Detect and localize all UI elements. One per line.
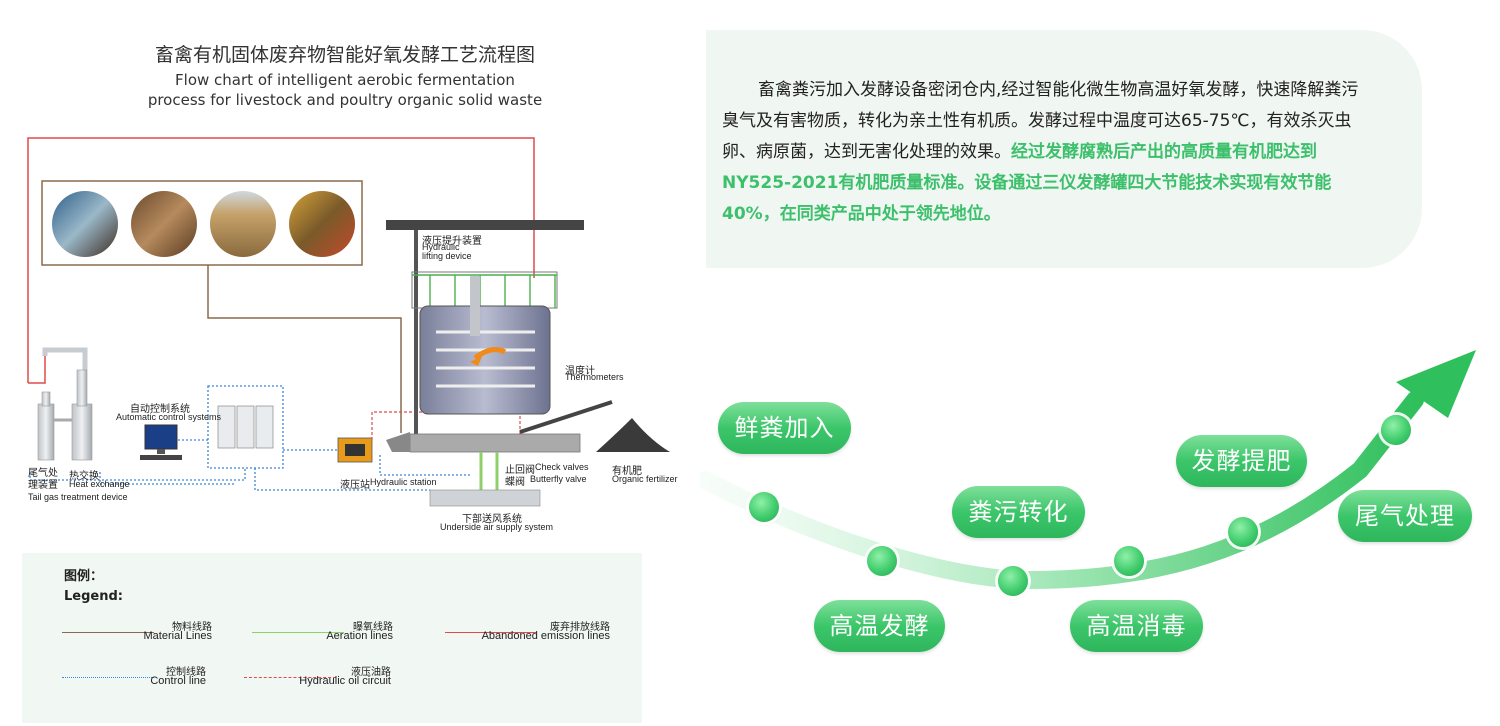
legend-label-zh: 废弃排放线路 — [550, 622, 610, 633]
butterfly-valve-label-en: Butterfly valve — [530, 474, 587, 484]
legend-label-en: Aeration lines — [326, 630, 393, 642]
process-node — [867, 546, 897, 576]
tail-gas-label-en: Tail gas treatment device — [28, 492, 128, 502]
process-curve-band — [700, 391, 1424, 590]
fertilizer-label-en: Organic fertilizer — [612, 474, 678, 484]
legend-label-en: Abandoned emission lines — [481, 630, 610, 642]
info-text-normal: 畜禽粪污加入发酵设备密闭仓内,经过智能化微生物高温好氧发酵，快速降解粪污臭气及有… — [722, 80, 1359, 162]
control-cabinets — [217, 405, 274, 449]
tail-gas-label-zh1: 尾气处 — [28, 468, 58, 479]
legend-label-zh: 物料线路 — [172, 622, 212, 633]
check-valves-label-en: Check valves — [535, 462, 589, 472]
air-supply-label-zh: 下部送风系统 — [462, 514, 522, 525]
legend-swatch-hydraulic — [244, 677, 336, 678]
legend-label-en: Hydraulic oil circuit — [299, 675, 391, 687]
heat-exchange-label-zh: 热交换 — [69, 471, 99, 482]
hydraulic-station-label-zh: 液压站 — [340, 480, 370, 491]
step-high-temp-disinfection: 高温消毒 — [1070, 600, 1203, 652]
legend-title-zh: 图例： — [64, 569, 104, 584]
fermentation-tank-illustration — [386, 220, 613, 453]
thermometers-label-en: Thermometers — [565, 372, 624, 382]
auto-control-label-zh: 自动控制系统 — [130, 404, 190, 415]
legend-label-zh: 曝氧线路 — [353, 622, 393, 633]
tail-gas-device-illustration — [37, 347, 93, 461]
info-text-highlight: 经过发酵腐熟后产出的高质量有机肥达到NY525-2021有机肥质量标准。设备通过… — [722, 142, 1332, 224]
emission-line-stub — [28, 355, 46, 384]
heat-exchange-label-en: Heat exchange — [69, 479, 130, 489]
fertilizer-label-zh: 有机肥 — [612, 466, 642, 477]
manure-photo-4 — [289, 191, 355, 257]
legend-label-zh: 控制线路 — [166, 667, 206, 678]
process-arrow-head — [1396, 350, 1476, 418]
material-line — [207, 265, 402, 433]
flowchart-title-en: Flow chart of intelligent aerobic fermen… — [0, 70, 690, 110]
fertilizer-pile — [596, 418, 670, 452]
flowchart-title-zh: 畜禽有机固体废弃物智能好氧发酵工艺流程图 — [154, 44, 535, 66]
hydraulic-lifting-label-en2: lifting device — [422, 251, 472, 261]
step-fresh-manure: 鲜粪加入 — [718, 402, 851, 454]
legend-swatch-emission — [445, 632, 537, 633]
process-node — [749, 492, 779, 522]
legend-box: 图例： Legend: 物料线路 Material Lines 曝氧线路 Aer… — [22, 553, 642, 723]
material-box — [41, 180, 363, 266]
air-supply-illustration — [429, 489, 541, 507]
legend-title-en: Legend: — [64, 589, 123, 604]
hydraulic-lifting-label-zh: 液压提升装置 — [422, 236, 482, 247]
step-high-temp-fermentation: 高温发酵 — [814, 600, 945, 652]
legend-swatch-aeration — [252, 632, 344, 633]
process-node — [998, 566, 1028, 596]
hydraulic-station-illustration — [337, 437, 373, 463]
manure-photo-1 — [52, 191, 118, 257]
thermometers-label-zh: 温度计 — [565, 366, 595, 377]
step-manure-conversion: 粪污转化 — [952, 486, 1085, 538]
info-panel: 畜禽粪污加入发酵设备密闭仓内,经过智能化微生物高温好氧发酵，快速降解粪污臭气及有… — [706, 30, 1422, 268]
check-valves-label-zh: 止回阀 — [505, 465, 535, 476]
computer-illustration — [140, 424, 182, 460]
hydraulic-lifting-label-en1: Hydraulic — [422, 242, 460, 252]
flowchart-title-en-line1: Flow chart of intelligent aerobic fermen… — [175, 71, 515, 89]
tail-gas-label-zh2: 理装置 — [28, 480, 58, 491]
manure-photo-2 — [131, 191, 197, 257]
step-tail-gas-treatment: 尾气处理 — [1338, 490, 1472, 542]
process-node — [1381, 415, 1411, 445]
flowchart-panel: 畜禽有机固体废弃物智能好氧发酵工艺流程图 Flow chart of intel… — [0, 0, 700, 726]
emission-line — [27, 137, 535, 383]
butterfly-valve-label-zh: 蝶阀 — [505, 477, 525, 488]
flowchart-title-en-line2: process for livestock and poultry organi… — [147, 91, 543, 109]
auto-control-label-en: Automatic control systems — [116, 412, 222, 422]
legend-label-zh: 液压油路 — [351, 667, 391, 678]
control-lines — [29, 385, 470, 491]
hydraulic-station-label-en: Hydraulic station — [370, 477, 437, 487]
legend-label-en: Control line — [150, 675, 206, 687]
process-curve — [700, 350, 1476, 590]
process-diagram — [27, 137, 670, 507]
info-paragraph: 畜禽粪污加入发酵设备密闭仓内,经过智能化微生物高温好氧发酵，快速降解粪污臭气及有… — [722, 75, 1362, 230]
process-node — [1114, 546, 1144, 576]
air-supply-label-en: Underside air supply system — [440, 522, 554, 532]
manure-photo-3 — [210, 191, 276, 257]
process-node — [1228, 517, 1258, 547]
step-fermentation-fertilizer: 发酵提肥 — [1176, 435, 1307, 487]
legend-swatch-control — [62, 677, 154, 678]
legend-label-en: Material Lines — [143, 630, 212, 642]
legend-swatch-material — [62, 632, 154, 633]
